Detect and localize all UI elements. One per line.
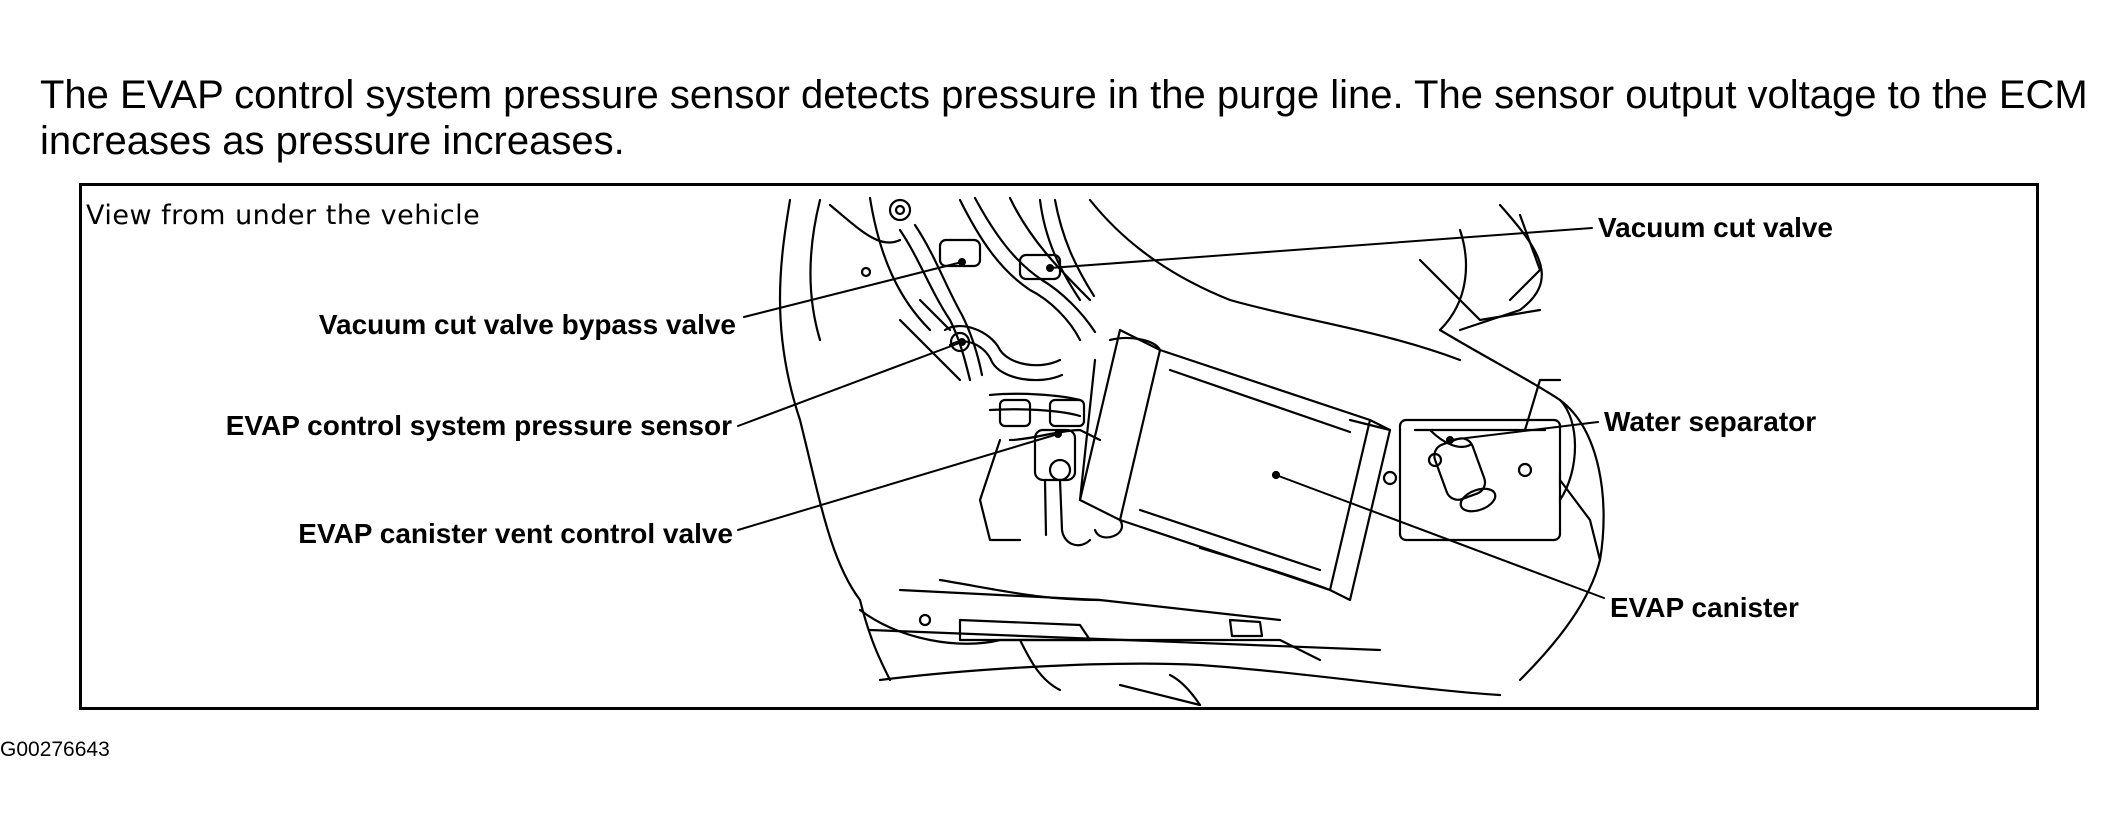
figure-id: G00276643: [0, 738, 110, 761]
label-evap-canister: EVAP canister: [1610, 592, 1799, 623]
label-evap-pressure-sensor: EVAP control system pressure sensor: [225, 410, 732, 441]
view-caption: View from under the vehicle: [86, 200, 481, 231]
hose-cluster: [898, 196, 1102, 547]
canister-body: [1078, 328, 1392, 602]
leader-lines: [737, 227, 1605, 599]
label-water-separator: Water separator: [1604, 406, 1817, 437]
figure-frame: [79, 183, 2039, 710]
label-vacuum-cut-valve: Vacuum cut valve: [1598, 212, 1834, 243]
mounting-bolts: [860, 198, 1398, 627]
label-evap-canister-vent-control-valve: EVAP canister vent control valve: [298, 518, 733, 549]
vehicle-body-lines: [778, 196, 1605, 707]
label-vacuum-cut-valve-bypass-valve: Vacuum cut valve bypass valve: [318, 309, 736, 340]
intro-paragraph: The EVAP control system pressure sensor …: [40, 73, 2088, 163]
